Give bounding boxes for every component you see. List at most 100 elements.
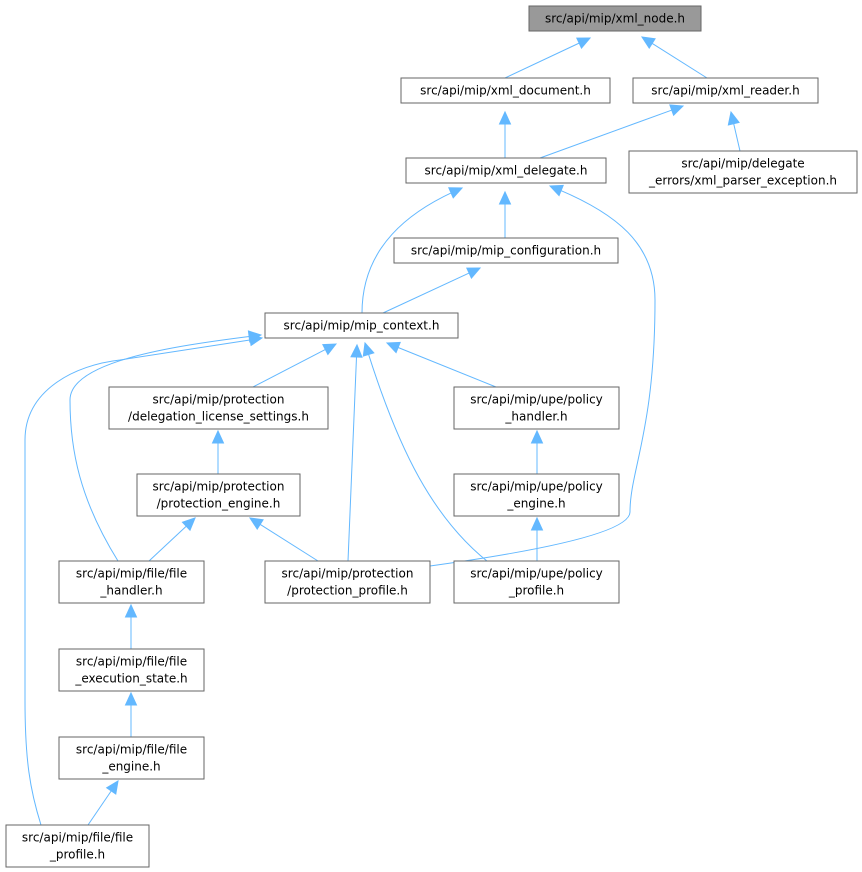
edge-line: [24, 337, 263, 826]
node-file-profile[interactable]: src/api/mip/file/file_profile.h: [5, 824, 150, 868]
node-box: [58, 560, 205, 604]
node-policy-handler[interactable]: src/api/mip/upe/policy _handler.h: [453, 386, 620, 430]
node-delegation-license-settings[interactable]: src/api/mip/protection/delegation_licens…: [108, 386, 329, 430]
node-label: src/api/mip/upe/policy: [470, 393, 603, 407]
node-label: src/api/mip/xml_delegate.h: [425, 164, 588, 178]
edge-xml_document-to-xml_node: [504, 37, 592, 79]
edge-line: [650, 41, 708, 79]
edge-delegation_license_settings-to-mip_context: [252, 343, 338, 388]
edge-line: [429, 185, 656, 567]
nodes-layer: src/api/mip/xml_node.h src/api/mip/xml_do…: [5, 5, 858, 868]
node-policy-profile[interactable]: src/api/mip/upe/policy_profile.h: [453, 560, 620, 604]
edge-file_handler-to-protection_engine: [148, 517, 196, 562]
edge-line: [732, 121, 741, 152]
arrowhead-icon: [322, 343, 338, 356]
edge-line: [87, 788, 113, 826]
edge-policy_profile-to-policy_engine: [530, 516, 544, 561]
node-xml-delegate[interactable]: src/api/mip/xml_delegate.h: [405, 157, 607, 184]
node-box: [632, 77, 819, 104]
node-box: [58, 736, 205, 780]
arrowhead-icon: [466, 267, 482, 279]
node-label: src/api/mip/file/file: [76, 655, 187, 669]
edge-protection_engine-to-delegation_license_settings: [211, 429, 225, 474]
node-file-handler[interactable]: src/api/mip/file/file _handler.h: [58, 560, 205, 604]
edge-protection_profile-to-mip_context: [347, 343, 363, 562]
node-xml-document[interactable]: src/api/mip/xml_document.h: [400, 77, 611, 104]
arrowhead-icon: [248, 517, 264, 530]
node-label: _engine.h: [101, 760, 160, 774]
edge-xml_reader-to-xml_node: [640, 36, 708, 79]
arrowhead-icon: [548, 184, 564, 197]
edge-protection_profile-to-xml_delegate: [429, 184, 656, 567]
edges-layer: [24, 36, 741, 826]
edge-line: [364, 342, 497, 569]
edge-policy_profile-to-mip_context: [362, 341, 497, 569]
node-xml-reader[interactable]: src/api/mip/xml_reader.h: [632, 77, 819, 104]
node-box: [405, 157, 607, 184]
arrowhead-icon: [211, 429, 225, 444]
arrowhead-icon: [498, 190, 512, 205]
node-mip-context[interactable]: src/api/mip/mip_context.h: [264, 312, 459, 339]
arrowhead-icon: [498, 110, 512, 125]
node-file-execution-state[interactable]: src/api/mip/file/file _execution_state.h: [58, 648, 205, 692]
edge-policy_handler-to-mip_context: [385, 341, 497, 388]
arrowhead-icon: [105, 780, 119, 795]
arrowhead-icon: [530, 429, 544, 444]
node-box: [108, 386, 329, 430]
edge-file_engine-to-file_execution_state: [124, 691, 138, 737]
edge-xml_delegate-to-xml_document: [498, 110, 512, 158]
node-label: src/api/mip/upe/policy: [470, 567, 603, 581]
node-label: /delegation_license_settings.h: [128, 410, 309, 424]
edge-file_execution_state-to-file_handler: [124, 603, 138, 649]
node-protection-profile[interactable]: src/api/mip/protection/protection_profil…: [264, 560, 431, 604]
edge-mip_context-to-xml_delegate: [361, 187, 464, 314]
node-label: _execution_state.h: [74, 672, 187, 686]
arrowhead-icon: [124, 691, 138, 706]
node-file-engine[interactable]: src/api/mip/file/file_engine.h: [58, 736, 205, 780]
edge-protection_profile-to-protection_engine: [248, 517, 319, 562]
node-label: src/api/mip/file/file: [76, 567, 187, 581]
node-label: _handler.h: [99, 584, 162, 598]
node-box: [5, 824, 150, 868]
edge-mip_context-to-mip_configuration: [382, 267, 482, 314]
edge-line: [347, 354, 358, 562]
node-label: src/api/mip/mip_context.h: [284, 319, 440, 333]
node-box: [628, 150, 858, 194]
node-box: [528, 5, 702, 32]
edge-line: [252, 348, 328, 388]
arrowhead-icon: [181, 517, 196, 532]
node-label: src/api/mip/xml_reader.h: [651, 84, 799, 98]
node-box: [393, 237, 619, 264]
edge-line: [69, 334, 262, 562]
node-label: src/api/mip/xml_node.h: [545, 12, 685, 26]
node-label: _profile.h: [49, 848, 105, 862]
node-box: [453, 386, 620, 430]
node-box: [453, 473, 620, 517]
node-mip-configuration[interactable]: src/api/mip/mip_configuration.h: [393, 237, 619, 264]
node-label: _errors/xml_parser_exception.h: [648, 174, 837, 188]
node-protection-engine[interactable]: src/api/mip/protection/protection_engine…: [136, 473, 301, 517]
node-label: src/api/mip/protection: [282, 567, 414, 581]
arrowhead-icon: [448, 187, 464, 199]
node-box: [58, 648, 205, 692]
node-label: src/api/mip/delegate: [681, 157, 804, 171]
edge-xml_delegate-to-xml_reader: [539, 104, 685, 159]
node-box: [400, 77, 611, 104]
edge-line: [504, 41, 582, 79]
arrowhead-icon: [530, 516, 544, 531]
edge-xml_parser_exception-to-xml_reader: [727, 110, 741, 152]
node-box: [264, 560, 431, 604]
node-label: _handler.h: [504, 410, 567, 424]
node-xml-node: src/api/mip/xml_node.h: [528, 5, 702, 32]
node-label: src/api/mip/protection: [153, 480, 285, 494]
edge-file_handler-to-mip_context: [69, 330, 263, 562]
node-box: [136, 473, 301, 517]
node-label: src/api/mip/upe/policy: [470, 480, 603, 494]
edge-line: [382, 271, 472, 314]
node-label: src/api/mip/xml_document.h: [420, 84, 591, 98]
node-label: src/api/mip/protection: [153, 393, 285, 407]
node-xml-parser-exception[interactable]: src/api/mip/delegate _errors/xml_parser_e…: [628, 150, 858, 194]
node-policy-engine[interactable]: src/api/mip/upe/policy_engine.h: [453, 473, 620, 517]
arrowhead-icon: [362, 341, 375, 357]
